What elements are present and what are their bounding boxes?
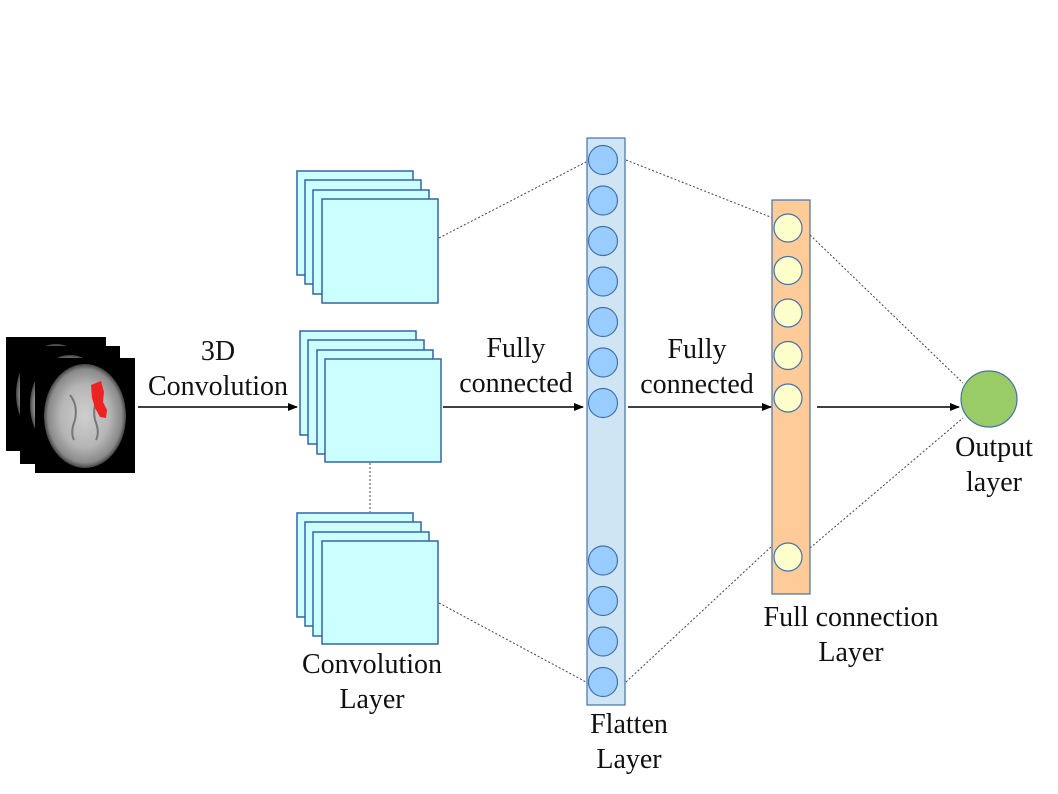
feature-map (324, 358, 442, 463)
flatten-node (587, 626, 619, 657)
conv-layer-label-line2: Layer (339, 684, 405, 715)
input-mri-stack (6, 337, 135, 473)
fc-node (773, 255, 803, 286)
conv-stack-top (296, 170, 439, 304)
flatten-layer-label: Flatten Layer (556, 707, 702, 777)
output-layer-label-line1: Output (955, 432, 1033, 463)
conv-stack-middle (299, 330, 442, 463)
flatten-node (587, 545, 619, 576)
conv-layer-label-line1: Convolution (301, 649, 442, 680)
fc-node (773, 340, 803, 371)
fc-layer (771, 199, 811, 595)
fc-arrow-1-label: Fully connected (443, 331, 589, 401)
flatten-node (587, 585, 619, 617)
fc-arrow-1-label-line1: Fully (486, 333, 546, 364)
fc-node (773, 542, 803, 572)
flatten-layer-label-line1: Flatten (590, 709, 668, 740)
conv-arrow-label-line2: Convolution (147, 371, 288, 402)
feature-map (321, 540, 439, 645)
flatten-node (587, 266, 619, 297)
flatten-node (587, 185, 619, 216)
dotted-connections (369, 159, 964, 683)
feature-map (321, 198, 439, 304)
fc-layer-label: Full connection Layer (740, 600, 962, 670)
fc-arrow-2-label: Fully connected (624, 332, 770, 402)
flatten-node (587, 225, 619, 257)
lesion-highlight (91, 381, 107, 418)
conv-arrow-label-line1: 3D (200, 336, 236, 367)
output-node (960, 370, 1018, 428)
conv-stack-bottom (296, 512, 439, 645)
flatten-node (587, 347, 619, 378)
output-layer-label: Output layer (938, 430, 1050, 500)
output-layer-label-line2: layer (966, 467, 1022, 498)
flatten-node (587, 144, 619, 176)
flatten-layer-label-line2: Layer (596, 744, 662, 775)
fc-arrow-2-label-line2: connected (640, 369, 754, 400)
conv-arrow-label: 3D Convolution (130, 334, 306, 404)
mri-slice (35, 358, 135, 473)
fc-arrow-2-label-line1: Fully (667, 334, 727, 365)
flatten-layer-bar (586, 137, 626, 706)
fc-layer-label-line2: Layer (818, 637, 884, 668)
conv-layer-label: Convolution Layer (282, 647, 462, 717)
fc-node (773, 213, 803, 243)
flatten-node (587, 666, 619, 698)
flatten-node (587, 306, 619, 338)
flatten-layer (586, 137, 626, 706)
fc-layer-label-line1: Full connection (763, 602, 939, 633)
flatten-node (587, 387, 619, 419)
fc-arrow-1-label-line2: connected (459, 368, 573, 399)
fc-node (773, 383, 803, 413)
fc-node (773, 298, 803, 328)
